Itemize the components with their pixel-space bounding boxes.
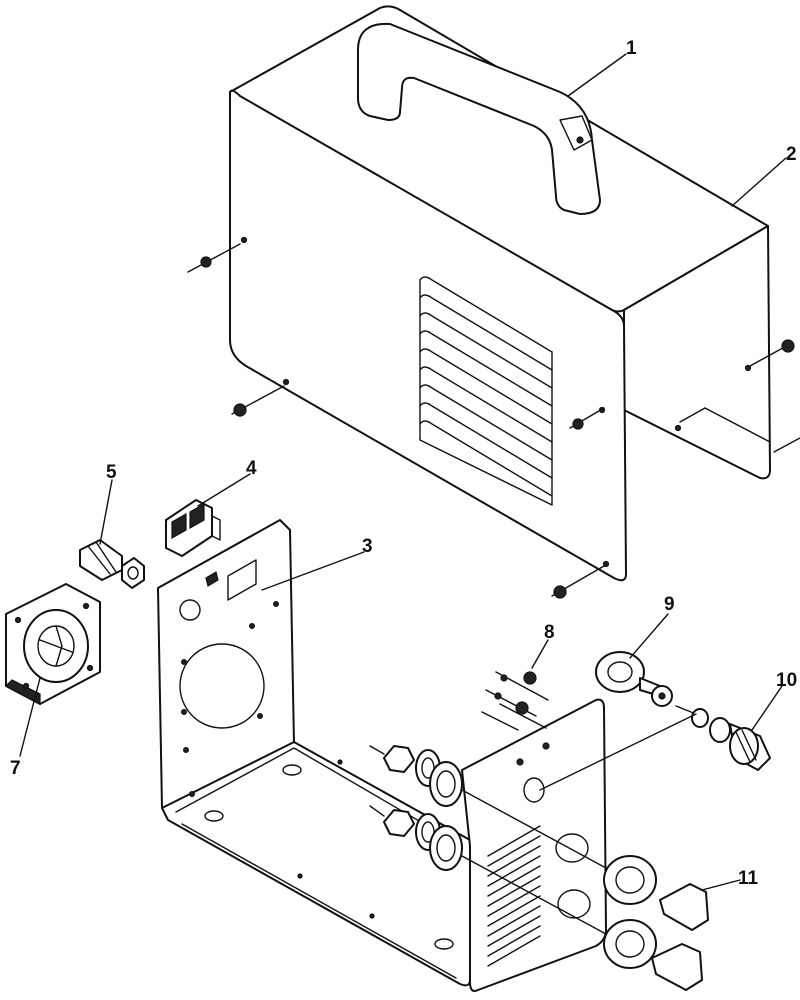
- knob-part: [709, 717, 771, 771]
- screw-icon: [749, 339, 795, 367]
- cover-screws: [187, 243, 800, 599]
- power-switch-part: [165, 499, 221, 557]
- screw-icon: [773, 437, 800, 453]
- potentiometer-part: [539, 651, 709, 791]
- front-panel-part: [461, 698, 607, 992]
- callout-9: 9: [664, 594, 675, 615]
- output-terminal-part: [603, 855, 709, 991]
- screw-icon: [187, 243, 241, 273]
- hex-nut-icon: [383, 745, 415, 773]
- hex-nut-icon: [383, 809, 415, 837]
- terminal-socket-icon: [603, 855, 709, 931]
- leader-lines: [19, 53, 787, 891]
- callout-4: 4: [246, 458, 257, 479]
- callout-2: 2: [786, 144, 797, 165]
- output-terminal-hardware: [369, 745, 607, 935]
- screw-icon: [551, 565, 605, 599]
- screw-icon: [569, 407, 605, 430]
- callout-3: 3: [362, 536, 373, 557]
- terminal-bushing-icon: [429, 761, 463, 807]
- front-vent-grille: [487, 825, 541, 967]
- vent-louvres: [419, 276, 553, 506]
- handle-part: [357, 22, 601, 215]
- terminal-bushing-icon: [429, 825, 463, 871]
- terminal-socket-icon: [603, 919, 703, 991]
- callout-8: 8: [544, 622, 555, 643]
- callout-7: 7: [10, 758, 21, 779]
- chassis-part: [157, 519, 471, 987]
- callout-10: 10: [776, 670, 797, 691]
- callout-11: 11: [738, 868, 759, 889]
- screw-icon: [231, 385, 285, 417]
- small-screws-part: [481, 671, 549, 731]
- fan-part: [5, 583, 101, 705]
- callout-labels: 1 2 3 4 5 7 8 9 10 11: [10, 38, 797, 889]
- callout-1: 1: [626, 38, 637, 59]
- callout-5: 5: [106, 462, 117, 483]
- cable-gland-part: [79, 539, 145, 589]
